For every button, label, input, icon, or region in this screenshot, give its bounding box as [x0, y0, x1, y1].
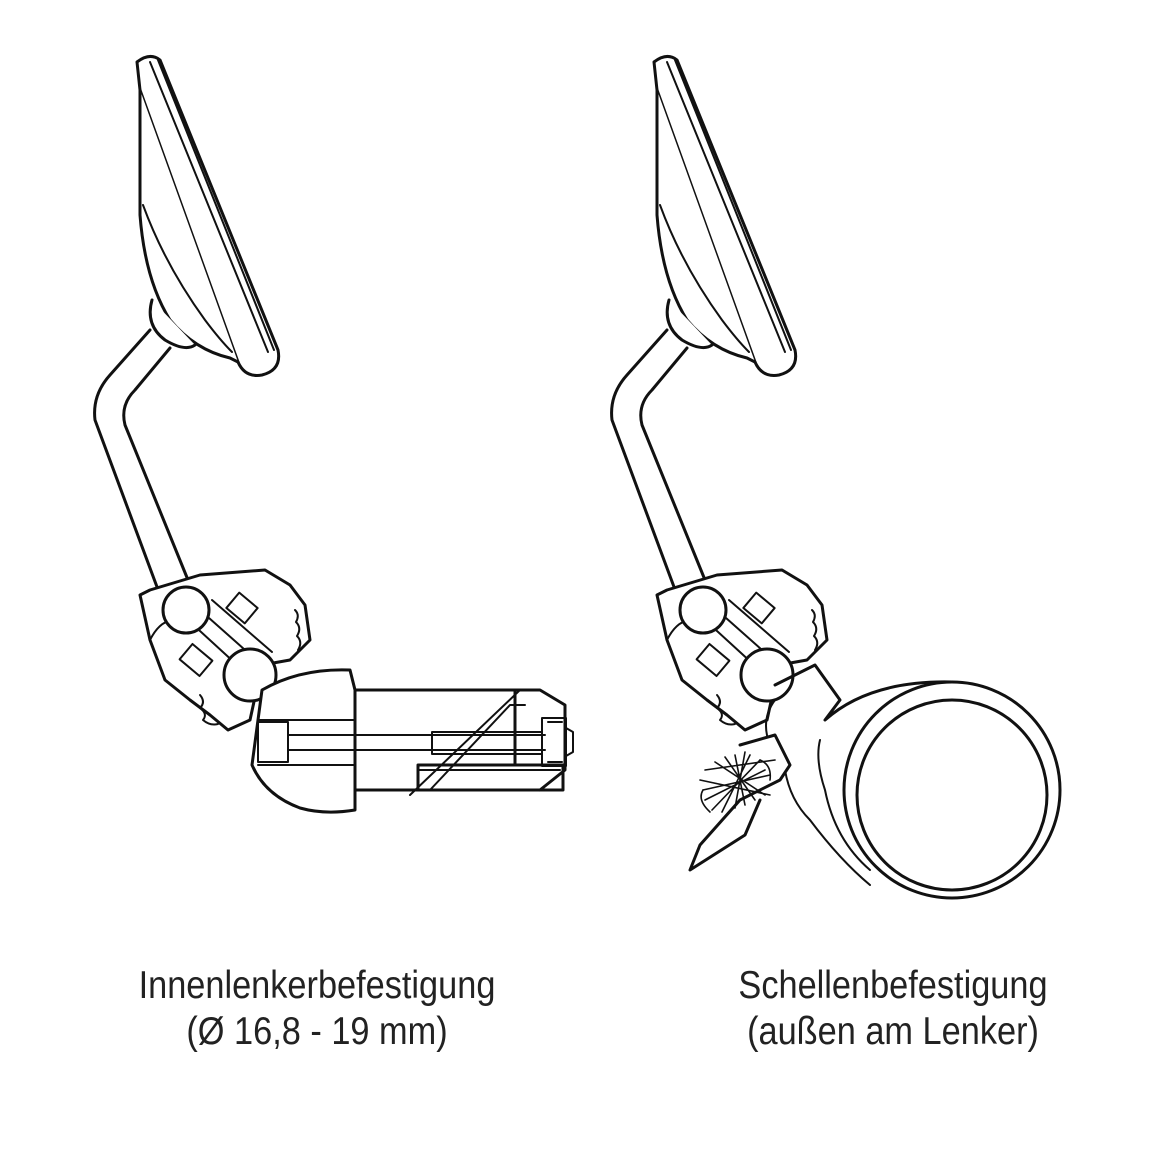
inner-bar-mount-label: Innenlenkerbefestigung (Ø 16,8 - 19 mm) — [71, 963, 564, 1055]
clamp-mount-mirror — [610, 54, 1062, 900]
inner-bar-mount-mirror — [93, 54, 574, 814]
clamp-mount-title: Schellenbefestigung — [738, 964, 1048, 1007]
clamp-mount-label: Schellenbefestigung (außen am Lenker) — [647, 963, 1140, 1055]
inner-bar-mount-title: Innenlenkerbefestigung — [138, 964, 496, 1007]
clamp-mount-subtitle: (außen am Lenker) — [747, 1010, 1039, 1053]
inner-bar-mount-diameter: (Ø 16,8 - 19 mm) — [186, 1010, 448, 1053]
